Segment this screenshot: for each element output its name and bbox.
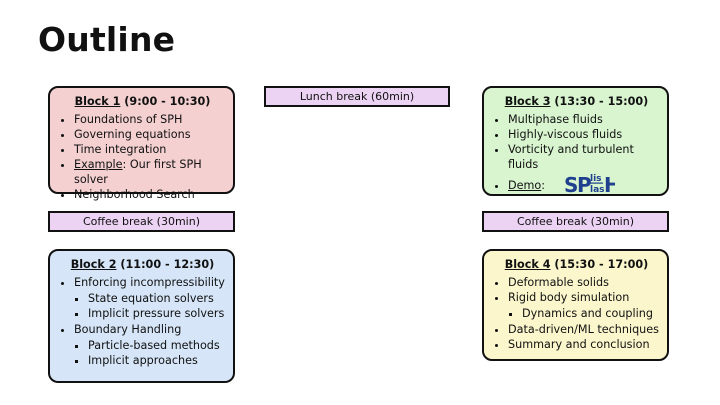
list-item: Demo: S P lis las H [508,172,659,200]
list-item: Boundary Handling Particle-based methods… [74,322,225,368]
list-item: Dynamics and coupling [522,306,659,321]
slide-title: Outline [38,20,176,59]
block-1-time: (9:00 - 10:30) [124,95,211,108]
list-item: Multiphase fluids [508,112,659,127]
block-4-card: Block 4 (15:30 - 17:00) Deformable solid… [482,249,669,361]
svg-text:P: P [577,173,592,196]
block-1-card: Block 1 (9:00 - 10:30) Foundations of SP… [48,86,235,201]
coffee-break-left-box: Coffee break (30min) [48,211,235,232]
block-2-time: (11:00 - 12:30) [120,258,215,271]
list-item: Summary and conclusion [508,337,659,352]
block-2-list: Enforcing incompressibility State equati… [60,275,225,368]
block-3-name: Block 3 [504,95,551,108]
demo-label: Demo [508,179,542,192]
block-1-name: Block 1 [74,95,121,108]
block-4-list: Deformable solids Rigid body simulation … [494,275,659,352]
block-3-time: (13:30 - 15:00) [554,95,649,108]
example-label: Example [74,158,123,171]
block-4-name: Block 4 [504,258,551,271]
lunch-break-box: Lunch break (60min) [264,86,450,107]
block-1-list: Foundations of SPH Governing equations T… [60,112,225,202]
block-2-sublist-2: Particle-based methods Implicit approach… [74,338,225,368]
block-1-header: Block 1 (9:00 - 10:30) [60,94,225,109]
list-item: Highly-viscous fluids [508,127,659,142]
splishsplash-logo-icon: S P lis las H [563,170,621,200]
list-item: Implicit pressure solvers [88,306,225,321]
list-item: Rigid body simulation Dynamics and coupl… [508,290,659,321]
svg-text:lis: lis [590,174,602,184]
list-item: Particle-based methods [88,338,225,353]
block-4-time: (15:30 - 17:00) [554,258,649,271]
coffee-break-right-box: Coffee break (30min) [482,211,669,232]
list-item: Example: Our first SPH solver [74,157,225,187]
block-3-list: Multiphase fluids Highly-viscous fluids … [494,112,659,200]
list-item: Governing equations [74,127,225,142]
list-item: Neighborhood Search [74,187,225,202]
list-item: Time integration [74,142,225,157]
list-item: State equation solvers [88,291,225,306]
list-item: Enforcing incompressibility State equati… [74,275,225,321]
list-item: Foundations of SPH [74,112,225,127]
block-2-name: Block 2 [70,258,117,271]
block-3-header: Block 3 (13:30 - 15:00) [494,94,659,109]
block-2-sublist-1: State equation solvers Implicit pressure… [74,291,225,321]
block-4-sublist: Dynamics and coupling [508,306,659,321]
svg-text:H: H [604,173,615,196]
block-2-header: Block 2 (11:00 - 12:30) [60,257,225,272]
list-item: Deformable solids [508,275,659,290]
svg-text:las: las [590,185,605,195]
block-2-card: Block 2 (11:00 - 12:30) Enforcing incomp… [48,249,235,383]
splishsplash-logo-svg: S P lis las H [564,173,621,197]
list-item: Implicit approaches [88,353,225,368]
svg-text:S: S [564,173,578,196]
list-item: Data-driven/ML techniques [508,322,659,337]
list-item: Vorticity and turbulent fluids [508,142,659,172]
block-3-card: Block 3 (13:30 - 15:00) Multiphase fluid… [482,86,669,197]
block-4-header: Block 4 (15:30 - 17:00) [494,257,659,272]
